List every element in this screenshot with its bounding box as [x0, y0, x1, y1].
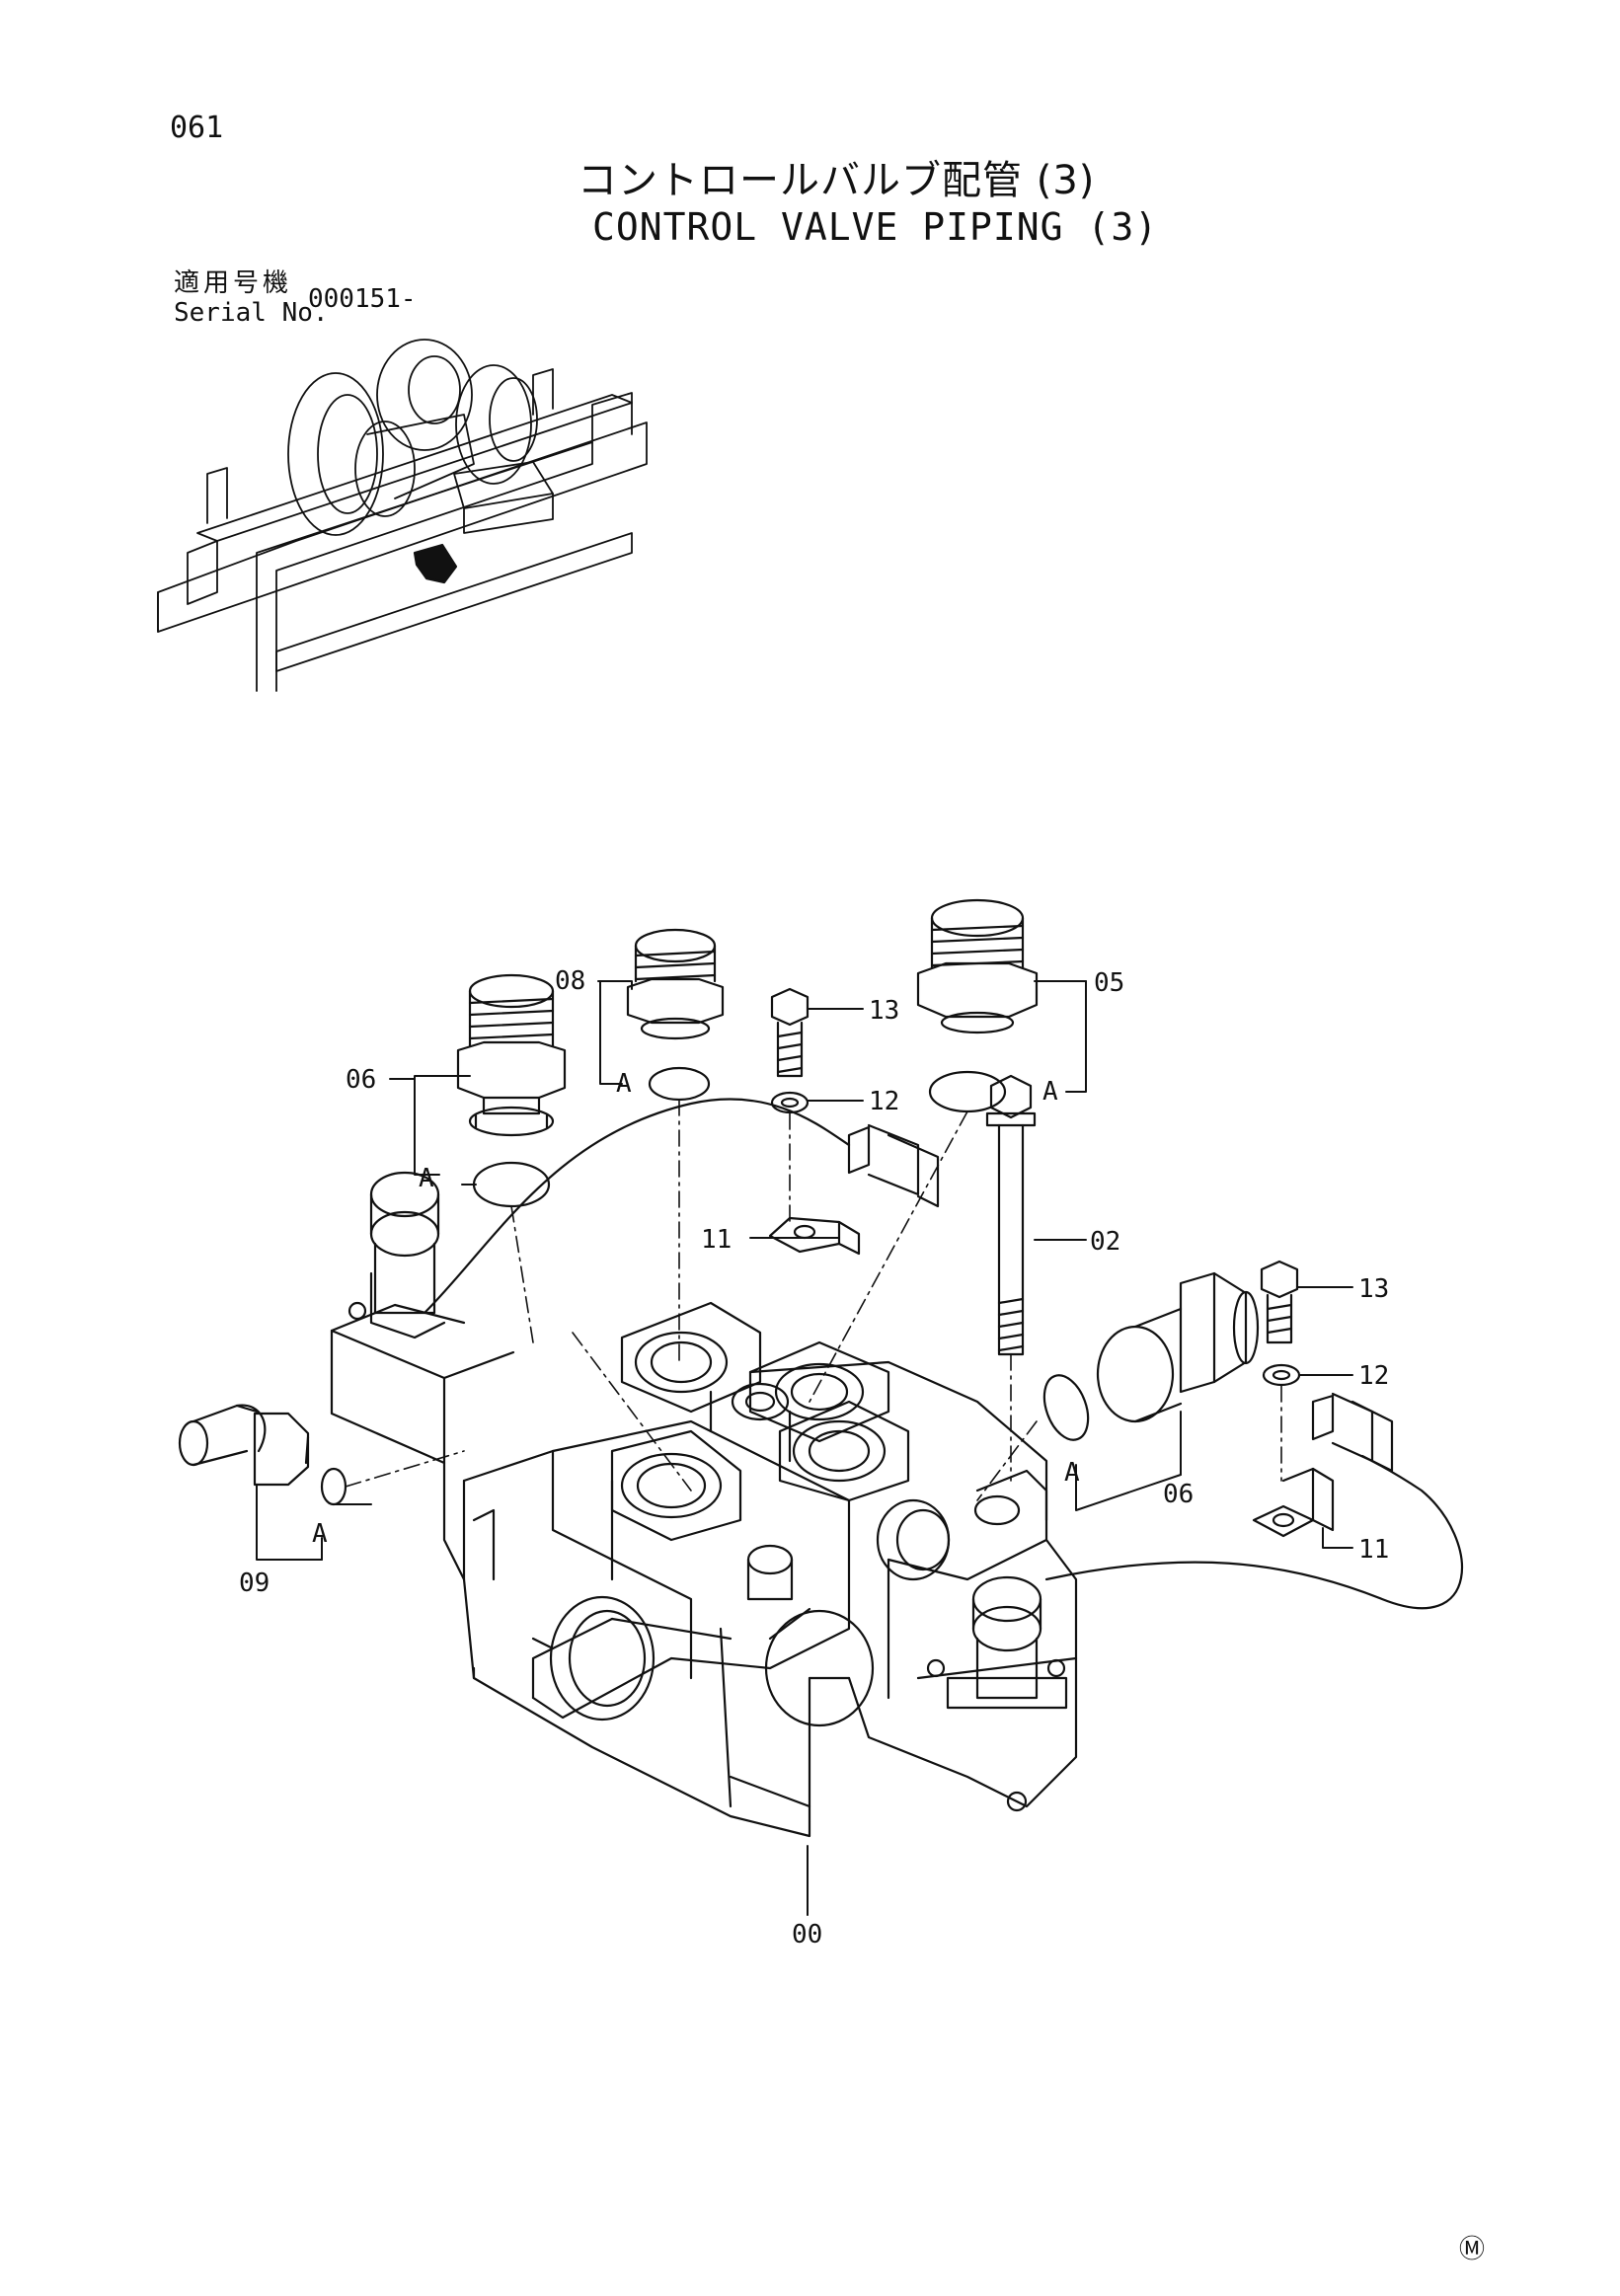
- connector-upper-icon: [847, 1123, 940, 1208]
- control-valve-body: [330, 1303, 1078, 1838]
- title-english: CONTROL VALVE PIPING (3): [592, 205, 1159, 249]
- callout-11-upper: 11: [701, 1225, 732, 1255]
- bracket-upper-icon: [768, 1216, 861, 1256]
- maker-mark-icon: Ⓜ: [1459, 2235, 1486, 2264]
- valve-ports: [549, 1301, 1048, 1727]
- serial-label-japanese: 適用号機: [174, 268, 293, 298]
- connector-lower-icon: [1311, 1392, 1394, 1473]
- o-ring-05-icon: [928, 1070, 1007, 1113]
- callout-06-right: 06: [1163, 1480, 1194, 1509]
- callout-12-lower: 12: [1358, 1361, 1389, 1391]
- solenoid-right: [926, 1575, 1068, 1710]
- long-bolt-icon: [985, 1074, 1037, 1356]
- leader-lines: [256, 980, 1353, 1561]
- callout-00: 00: [792, 1920, 822, 1950]
- callout-09: 09: [239, 1569, 270, 1598]
- adapter-06-right-icon: [1096, 1271, 1260, 1423]
- assembly-center-lines: [345, 1099, 1282, 1501]
- bolt-lower-icon: [1260, 1260, 1299, 1344]
- o-ring-06-left-icon: [472, 1161, 551, 1208]
- title-japanese: コントロールバルブ配管 (3): [578, 158, 1096, 203]
- page-number: 061: [170, 111, 224, 145]
- location-marker-icon: [413, 543, 458, 584]
- reference-a-05: A: [1042, 1077, 1058, 1107]
- location-thumbnail: [157, 339, 648, 692]
- adapter-08-icon: [626, 928, 725, 1040]
- o-ring-08-icon: [648, 1066, 711, 1102]
- washer-upper-icon: [770, 1091, 810, 1114]
- callout-12-upper: 12: [869, 1087, 899, 1116]
- elbow-09-icon: [178, 1404, 310, 1487]
- callout-labels: 00 02 05 06 06 08 09 11 11 12 12 13 13 A…: [239, 966, 1389, 1950]
- solenoid-left: [347, 1171, 446, 1339]
- reference-a-06-right: A: [1064, 1458, 1080, 1488]
- reference-a-08: A: [616, 1069, 632, 1099]
- washer-lower-icon: [1262, 1363, 1301, 1387]
- callout-08: 08: [555, 966, 585, 996]
- reference-a-09: A: [312, 1519, 328, 1549]
- serial-number-value: 000151-: [308, 284, 417, 314]
- harness-wire-lower: [1044, 1454, 1463, 1610]
- adapter-06-left-icon: [456, 973, 567, 1137]
- callout-05: 05: [1094, 968, 1124, 998]
- adapter-05-icon: [916, 898, 1039, 1034]
- callout-11-lower: 11: [1358, 1535, 1389, 1565]
- harness-wire-upper: [423, 1098, 851, 1315]
- serial-label-english: Serial No.: [174, 298, 329, 328]
- callout-02: 02: [1090, 1227, 1120, 1257]
- callout-13-upper: 13: [869, 996, 899, 1026]
- callout-06-left: 06: [346, 1065, 376, 1095]
- bracket-lower-icon: [1252, 1467, 1335, 1538]
- callout-13-lower: 13: [1358, 1274, 1389, 1304]
- o-ring-06-right-icon: [1042, 1374, 1090, 1441]
- o-ring-09-icon: [320, 1467, 347, 1506]
- reference-a-06-left: A: [419, 1164, 434, 1193]
- bolt-upper-icon: [770, 987, 810, 1078]
